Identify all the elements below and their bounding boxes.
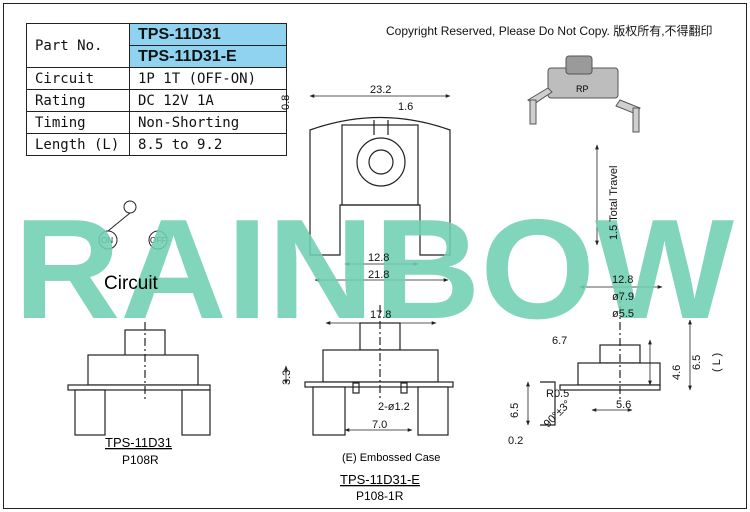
product-illustration: RP	[527, 55, 641, 133]
part-number-1: TPS-11D31	[129, 23, 287, 46]
dim-top-width: 23.2	[370, 84, 391, 96]
rainbow-watermark: RAINBOW	[14, 190, 734, 349]
part-marking: RP	[576, 84, 589, 94]
dim-total-travel: 1.5 Total Travel	[608, 166, 620, 240]
dim-lead-height: 6.5	[509, 403, 521, 418]
circuit-caption: Circuit	[104, 273, 159, 294]
front-view-left	[67, 322, 211, 436]
length-value: 8.5 to 9.2	[129, 133, 287, 156]
dim-front-height: 3.3	[281, 370, 293, 385]
part-number-2: TPS-11D31-E	[129, 45, 287, 68]
model-2-code: P108-1R	[356, 489, 404, 503]
dim-pin-spacing: 7.0	[372, 419, 387, 431]
model-1-code: P108R	[122, 453, 159, 467]
dim-side-h2: 6.5	[691, 355, 703, 370]
front-view-middle	[304, 305, 454, 436]
dim-outer-width: 21.8	[368, 269, 389, 281]
drawing-frame	[3, 3, 747, 509]
circuit-off-label: OFF	[150, 236, 166, 245]
length-label: Length (L)	[26, 133, 130, 156]
dim-top-gap: 1.6	[398, 101, 413, 113]
dim-side-h1: 4.6	[671, 365, 683, 380]
dim-side-d1: ø7.9	[612, 291, 634, 303]
dim-side-length: ( L )	[711, 353, 723, 372]
top-view-outline	[309, 116, 451, 256]
dim-side-width: 12.8	[612, 274, 633, 286]
dim-pin-holes: 2-ø1.2	[378, 401, 410, 413]
dim-side-d2: ø5.5	[612, 308, 634, 320]
dim-inner-width: 12.8	[368, 252, 389, 264]
dim-side-offset: 6.7	[552, 335, 567, 347]
dim-front-width: 17.8	[370, 309, 391, 321]
circuit-symbol	[98, 200, 168, 250]
embossed-note: (E) Embossed Case	[342, 452, 440, 464]
dim-top-height: 0.8	[280, 95, 292, 110]
circuit-label: Circuit	[26, 67, 130, 90]
dim-lead-thickness: 0.2	[508, 435, 523, 447]
dimension-lines	[284, 94, 692, 432]
copyright-notice: Copyright Reserved, Please Do Not Copy. …	[386, 24, 713, 38]
dim-lead-width: 5.6	[616, 399, 631, 411]
dim-lead-radius: R0.5	[546, 388, 569, 400]
model-2-name: TPS-11D31-E	[340, 472, 420, 487]
side-view	[540, 290, 661, 426]
model-1-name: TPS-11D31	[105, 435, 172, 450]
dim-lead-angle: 90°±3°	[542, 398, 574, 430]
circuit-on-label: ON	[101, 236, 113, 245]
spec-table: Part No. TPS-11D31 TPS-11D31-E Circuit 1…	[26, 23, 287, 156]
timing-value: Non-Shorting	[129, 111, 287, 134]
circuit-value: 1P 1T (OFF-ON)	[129, 67, 287, 90]
